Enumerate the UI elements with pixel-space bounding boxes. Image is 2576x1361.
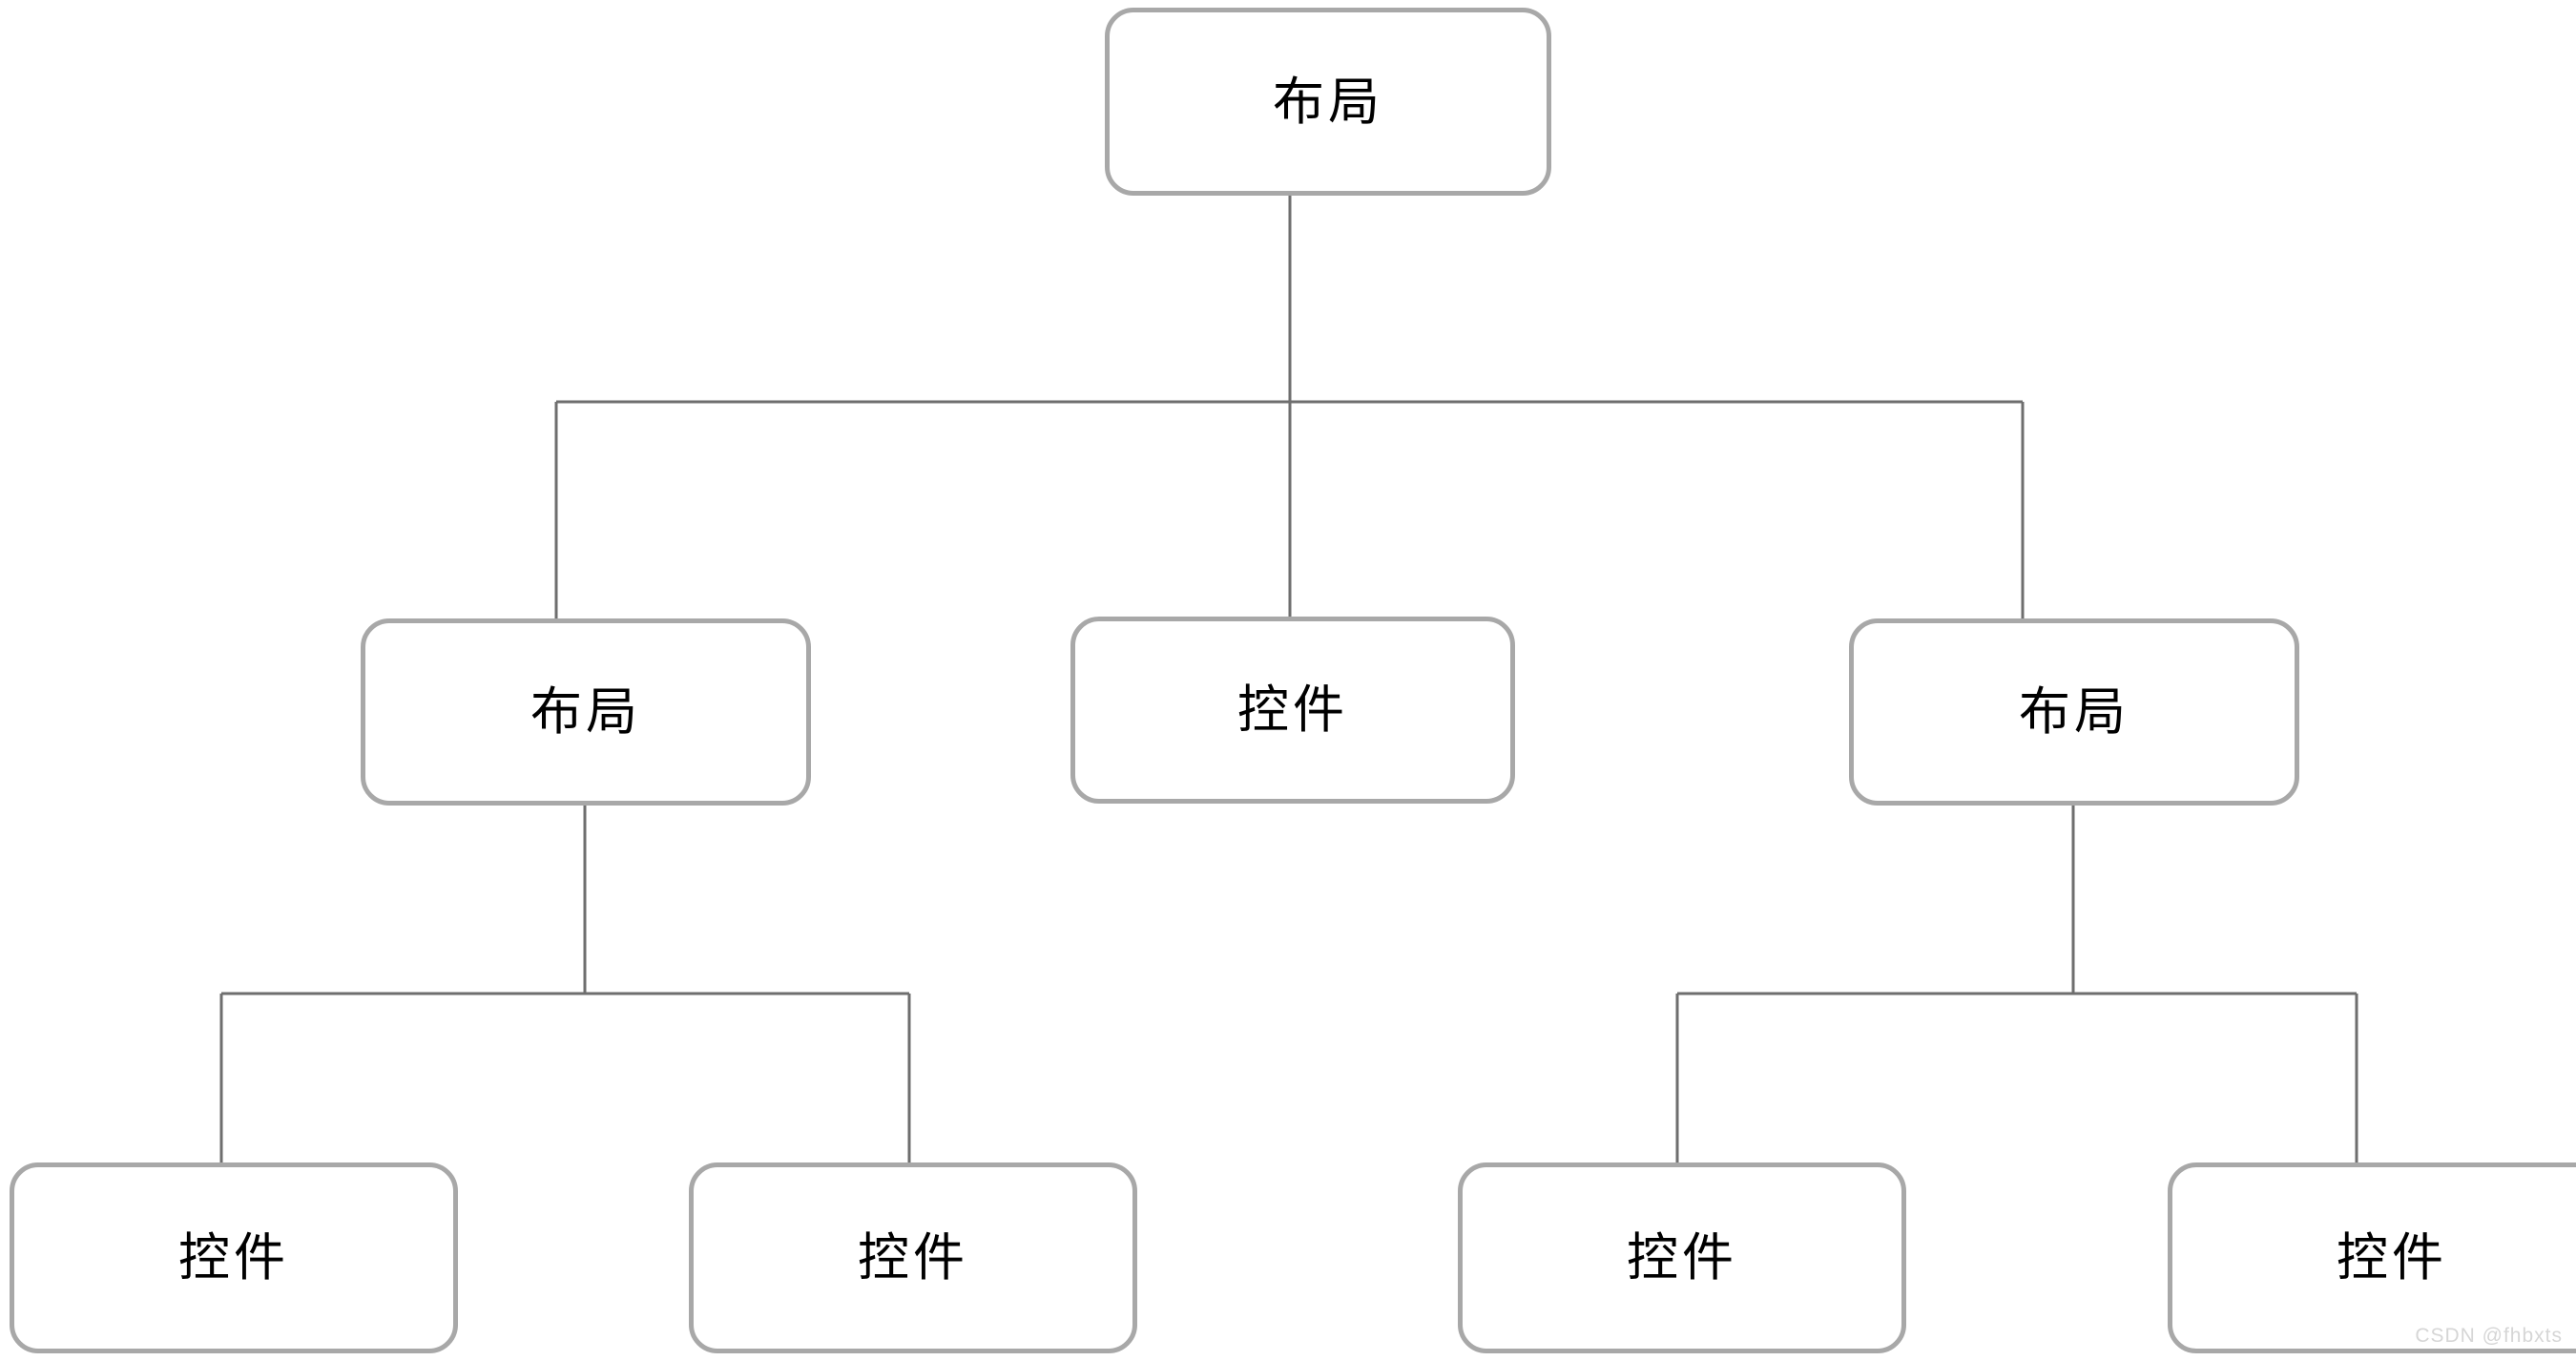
node-level3-widget-c[interactable]: 控件 (1458, 1162, 1906, 1353)
node-level3-widget-d[interactable]: 控件 (2168, 1162, 2576, 1353)
node-label: 控件 (1627, 1229, 1737, 1287)
node-label: 布局 (1273, 73, 1383, 131)
node-level2-right-layout[interactable]: 布局 (1849, 618, 2299, 806)
node-root-layout[interactable]: 布局 (1105, 8, 1551, 196)
node-label: 布局 (2019, 683, 2129, 741)
node-label: 控件 (2337, 1229, 2447, 1287)
node-level3-widget-b[interactable]: 控件 (689, 1162, 1137, 1353)
node-label: 控件 (858, 1229, 968, 1287)
node-level3-widget-a[interactable]: 控件 (10, 1162, 458, 1353)
node-label: 布局 (530, 683, 641, 741)
watermark: CSDN @fhbxts (2415, 1325, 2563, 1347)
node-label: 控件 (178, 1229, 289, 1287)
node-level2-left-layout[interactable]: 布局 (361, 618, 811, 806)
node-label: 控件 (1237, 681, 1348, 739)
node-level2-middle-widget[interactable]: 控件 (1070, 617, 1515, 804)
